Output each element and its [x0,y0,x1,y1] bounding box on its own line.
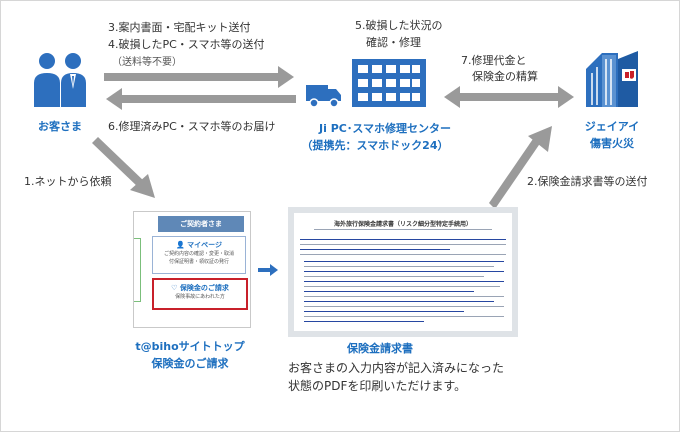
repair-center-partner: （提携先：スマホドック24） [301,139,449,152]
claim-title-text: 保険金のご請求 [179,284,229,292]
step5-label-2: 確認・修理 [366,36,421,49]
repair-center-icon [306,59,426,108]
site-caption-1: t@bihoサイトトップ [135,340,245,353]
repair-center-name: Ji PC･スマホ修理センター [319,122,451,135]
arrow-to-repair-center [104,66,294,88]
insurer-building-icon [586,51,638,107]
site-screenshot: ご契約者さま 👤 マイページ ご契約内容の確認・変更・取消 付保証明書・領収証の… [133,211,251,328]
site-header: ご契約者さま [158,216,244,232]
arrow-to-site [92,137,155,198]
document-title: 海外旅行保険金請求書（リスク細分型特定手続用） [333,221,472,228]
document-caption-2: 状態のPDFを印刷いただけます。 [288,379,467,393]
mypage-card[interactable]: 👤 マイページ ご契約内容の確認・変更・取消 付保証明書・領収証の発行 [152,236,246,274]
mypage-sub-2: 付保証明書・領収証の発行 [168,259,229,265]
mypage-sub-1: ご契約内容の確認・変更・取消 [163,251,234,257]
claim-document: 海外旅行保険金請求書（リスク細分型特定手続用） [288,207,518,337]
step4-note: （送料等不要） [112,57,182,68]
person-icon: 👤 [175,241,185,249]
mypage-title-text: マイページ [187,241,223,249]
step3-label: 3.案内書面・宅配キット送付 [108,21,251,34]
insurer-name-2: 傷害火災 [590,137,634,150]
step4-label: 4.破損したPC・スマホ等の送付 [108,38,265,51]
arrow-to-insurer [489,126,552,209]
step6-label: 6.修理済みPC・スマホ等のお届け [108,120,276,133]
site-side-tab [134,238,141,302]
step7-label-2: 保険金の精算 [472,70,538,83]
step2-label: 2.保険金請求書等の送付 [527,175,648,188]
site-caption-2: 保険金のご請求 [151,357,229,370]
step7-label-1: 7.修理代金と [461,54,527,67]
step5-label-1: 5.破損した状況の [355,19,443,32]
document-caption-1: お客さまの入力内容が記入済みになった [288,361,505,375]
heart-icon: ♡ [171,284,178,292]
claim-sub: 保険事故にあわれた方 [175,294,225,300]
customer-label: お客さま [38,120,82,133]
arrow-to-customer [106,88,296,110]
customer-icon [34,53,86,107]
document-page: 海外旅行保険金請求書（リスク細分型特定手続用） [294,213,512,331]
arrow-settlement [444,86,574,108]
claim-title: ♡ 保険金のご請求 [154,283,246,293]
arrow-site-to-document [258,264,278,276]
step1-label: 1.ネットから依頼 [24,175,112,188]
claim-card[interactable]: ♡ 保険金のご請求 保険事故にあわれた方 [152,278,248,310]
insurer-name-1: ジェイアイ [584,120,640,133]
mypage-title: 👤 マイページ [153,240,245,250]
document-caption-title: 保険金請求書 [347,342,413,355]
